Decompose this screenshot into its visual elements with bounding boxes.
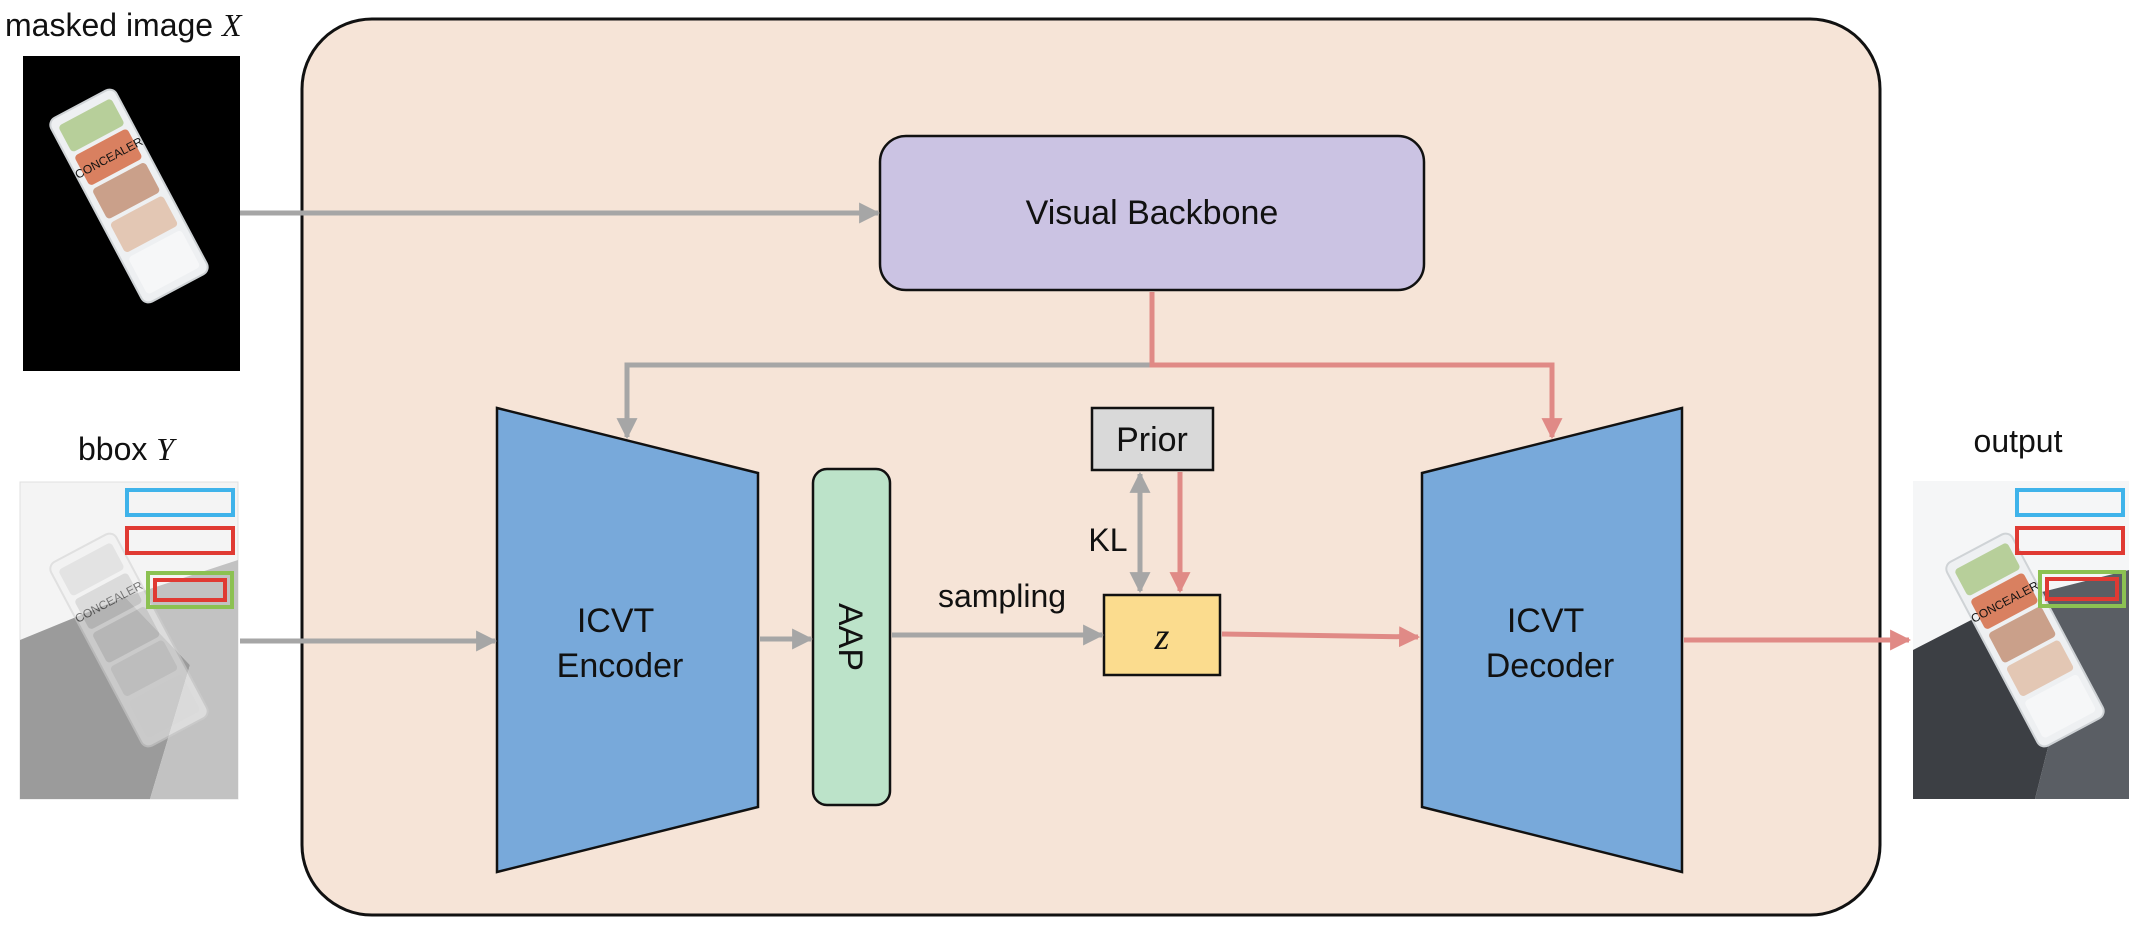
bbox-blue-box [125,488,235,517]
output-inner-red-box [2045,577,2119,601]
prior-label: Prior [1116,421,1188,459]
arrow-backbone-to-decoder [1149,292,1563,440]
icvt-decoder-label: ICVT Decoder [1486,602,1615,685]
icvt-encoder-block [495,406,760,874]
kl-label: KL [1088,522,1127,558]
icvt-encoder-label-line2: Encoder [557,647,684,685]
prior-block [1090,406,1215,472]
output-red-box [2015,526,2125,555]
output-thumbnail: CONCEALER [1913,481,2129,799]
latent-z-label: z [1154,616,1170,658]
bbox-green-box [146,571,234,609]
visual-backbone-label: Visual Backbone [1026,194,1279,232]
output-green-box [2038,570,2126,608]
latent-z-block [1102,593,1222,677]
bbox-thumbnail: CONCEALER [19,481,239,800]
arrow-backbone-to-encoder [616,362,1152,440]
arrow-z-to-decoder [1221,626,1421,648]
bbox-inner-red-box [153,578,227,602]
bbox-label: bbox Y [78,431,177,467]
aap-label: AAP [831,603,869,671]
icvt-encoder-label: ICVT Encoder [557,602,684,685]
output-blue-box [2015,488,2125,517]
icvt-decoder-block [1420,406,1684,874]
icvt-encoder-label-line1: ICVT [577,602,654,640]
sampling-label: sampling [938,578,1066,614]
masked-image-thumbnail: CONCEALER [23,56,240,371]
masked-image-label: masked image X [5,7,243,43]
bbox-red-box [125,526,235,555]
icvt-decoder-label-line1: ICVT [1507,602,1584,640]
output-label: output [1974,423,2063,459]
icvt-decoder-label-line2: Decoder [1486,647,1615,685]
